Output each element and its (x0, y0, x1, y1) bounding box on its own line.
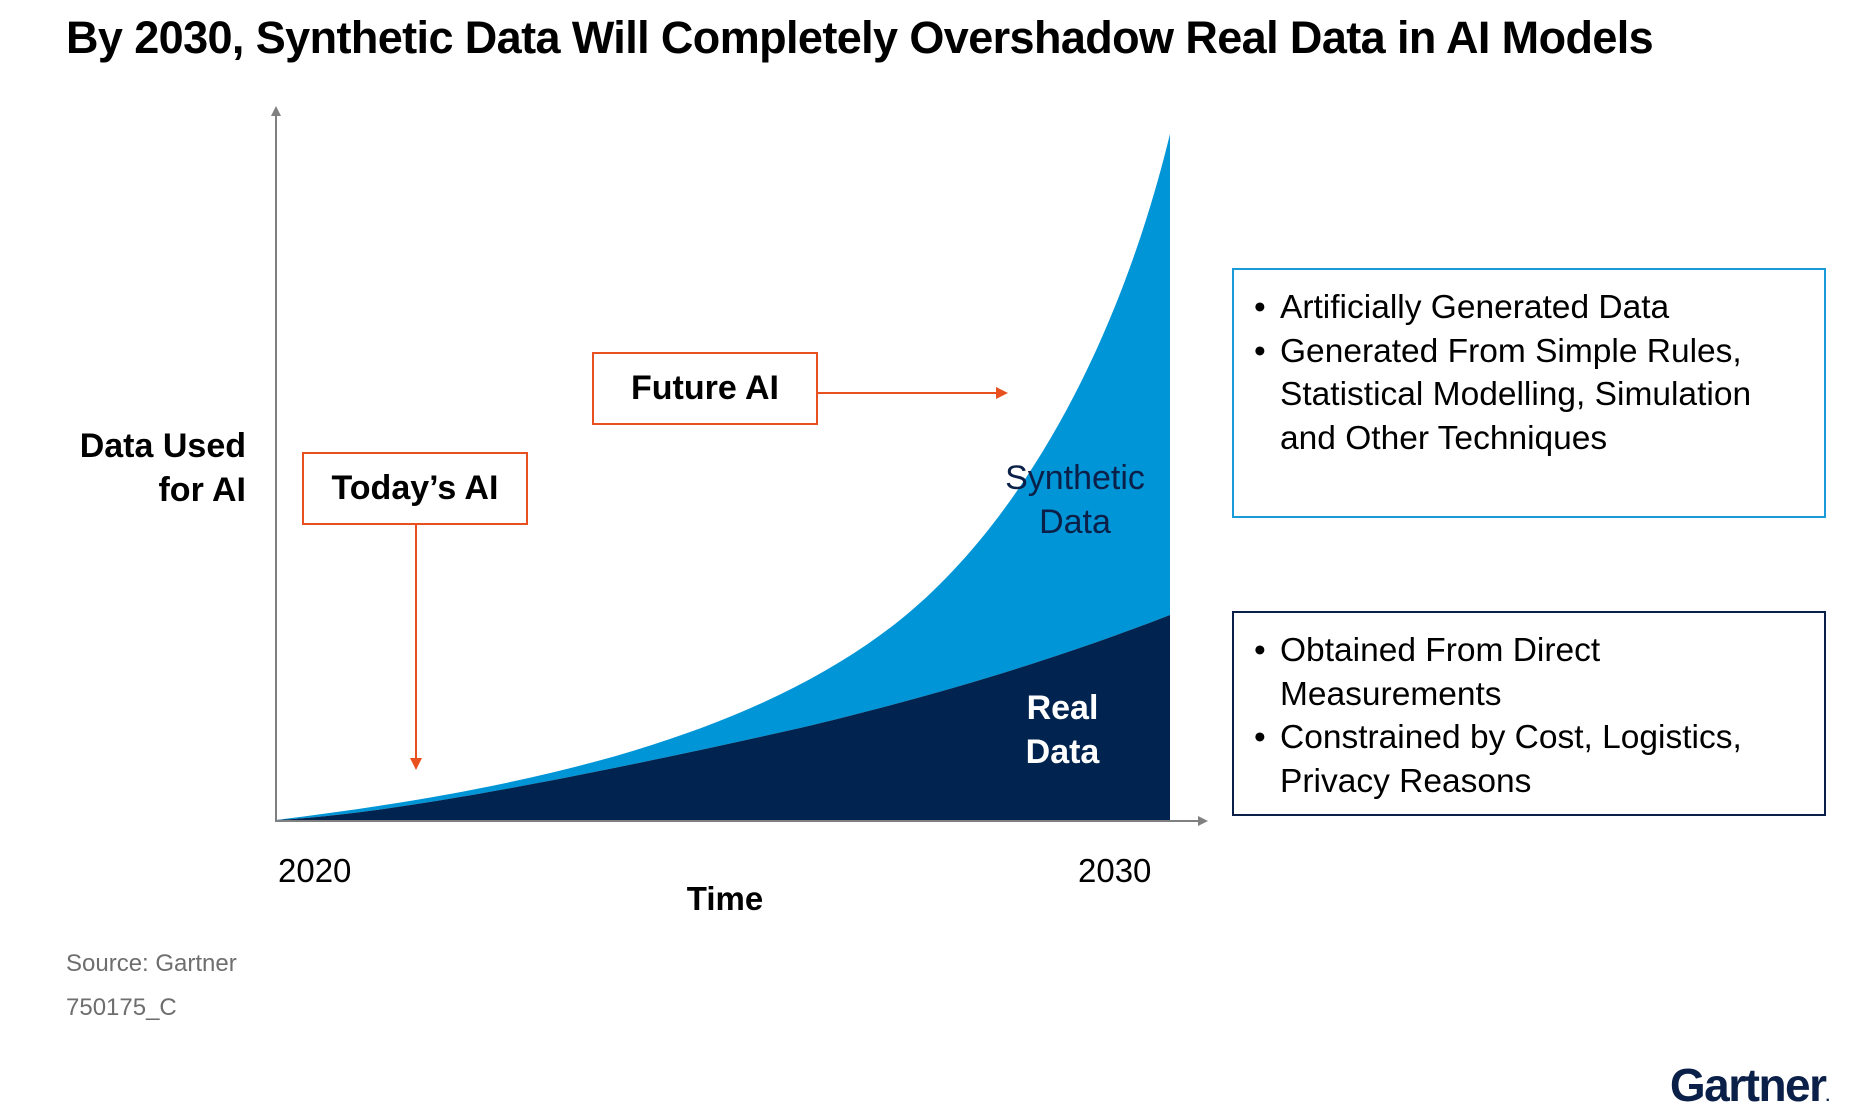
future-ai-callout: Future AI (592, 352, 818, 425)
synthetic-data-area (276, 134, 1170, 820)
real-data-bullets: Obtained From Direct Measurements Constr… (1254, 629, 1810, 803)
bullet-item: Obtained From Direct Measurements (1254, 629, 1810, 716)
source-note: Source: Gartner 750175_C (66, 942, 237, 1030)
y-axis-label: Data Used for AI (40, 424, 246, 512)
real-data-label-line-2: Data (1025, 733, 1100, 771)
y-axis-label-line-1: Data Used (79, 427, 246, 465)
source-text: Source: Gartner (66, 950, 237, 977)
synthetic-data-label-line-2: Data (1039, 503, 1111, 541)
real-data-area (276, 615, 1170, 820)
gartner-logo: Gartner. (1660, 1058, 1830, 1112)
x-tick-label-2030: 2030 (1078, 852, 1152, 889)
document-id: 750175_C (66, 994, 177, 1021)
x-axis-label: Time (686, 880, 764, 917)
synthetic-data-label-line-1: Synthetic (1005, 459, 1145, 497)
bullet-item: Generated From Simple Rules, Statistical… (1254, 330, 1810, 461)
bullet-item: Artificially Generated Data (1254, 286, 1810, 330)
synthetic-data-label: Synthetic Data (975, 456, 1175, 544)
today-ai-callout: Today’s AI (302, 452, 528, 525)
synthetic-data-info-box: Artificially Generated Data Generated Fr… (1232, 268, 1826, 518)
logo-mark: . (1825, 1088, 1830, 1105)
logo-text: Gartner (1669, 1059, 1827, 1111)
x-tick-label-2020: 2020 (278, 852, 352, 889)
real-data-label-line-1: Real (1026, 689, 1099, 727)
bullet-item: Constrained by Cost, Logistics, Privacy … (1254, 716, 1810, 803)
real-data-label: Real Data (985, 686, 1140, 774)
synthetic-data-bullets: Artificially Generated Data Generated Fr… (1254, 286, 1810, 460)
chart-title: By 2030, Synthetic Data Will Completely … (66, 12, 1654, 63)
y-axis-label-line-2: for AI (158, 471, 246, 509)
real-data-info-box: Obtained From Direct Measurements Constr… (1232, 611, 1826, 816)
